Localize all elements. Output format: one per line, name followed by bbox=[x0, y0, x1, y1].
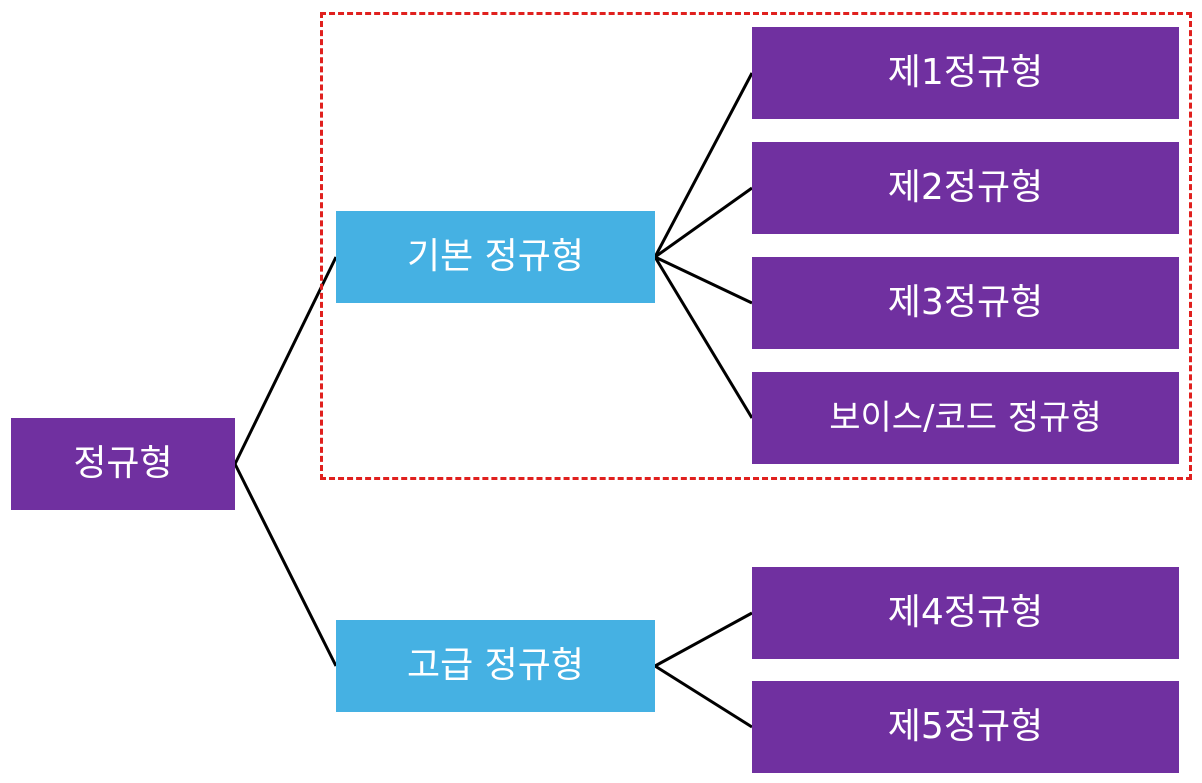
basic-normal-forms-highlight-box bbox=[320, 12, 1192, 480]
leaf-node-third-normal-form: 제3정규형 bbox=[752, 257, 1179, 349]
connector-root-advanced bbox=[233, 463, 338, 667]
branch-node-basic-normal-form: 기본 정규형 bbox=[336, 211, 655, 303]
leaf-node-fourth-normal-form: 제4정규형 bbox=[752, 567, 1179, 659]
leaf-node-fifth-normal-form: 제5정규형 bbox=[752, 681, 1179, 773]
connector-advanced-nf5 bbox=[654, 664, 753, 729]
leaf-node-second-normal-form: 제2정규형 bbox=[752, 142, 1179, 234]
leaf-node-boyce-codd-normal-form: 보이스/코드 정규형 bbox=[752, 372, 1179, 464]
connector-basic-nf3 bbox=[654, 255, 753, 305]
leaf-node-first-normal-form: 제1정규형 bbox=[752, 27, 1179, 119]
connector-advanced-nf4 bbox=[654, 611, 753, 668]
connector-basic-nf2 bbox=[654, 186, 753, 259]
connector-basic-nf1 bbox=[653, 72, 754, 258]
connector-root-basic bbox=[233, 256, 338, 465]
connector-basic-bcnf bbox=[653, 256, 754, 419]
branch-node-advanced-normal-form: 고급 정규형 bbox=[336, 620, 655, 712]
root-node-normal-form: 정규형 bbox=[11, 418, 235, 510]
